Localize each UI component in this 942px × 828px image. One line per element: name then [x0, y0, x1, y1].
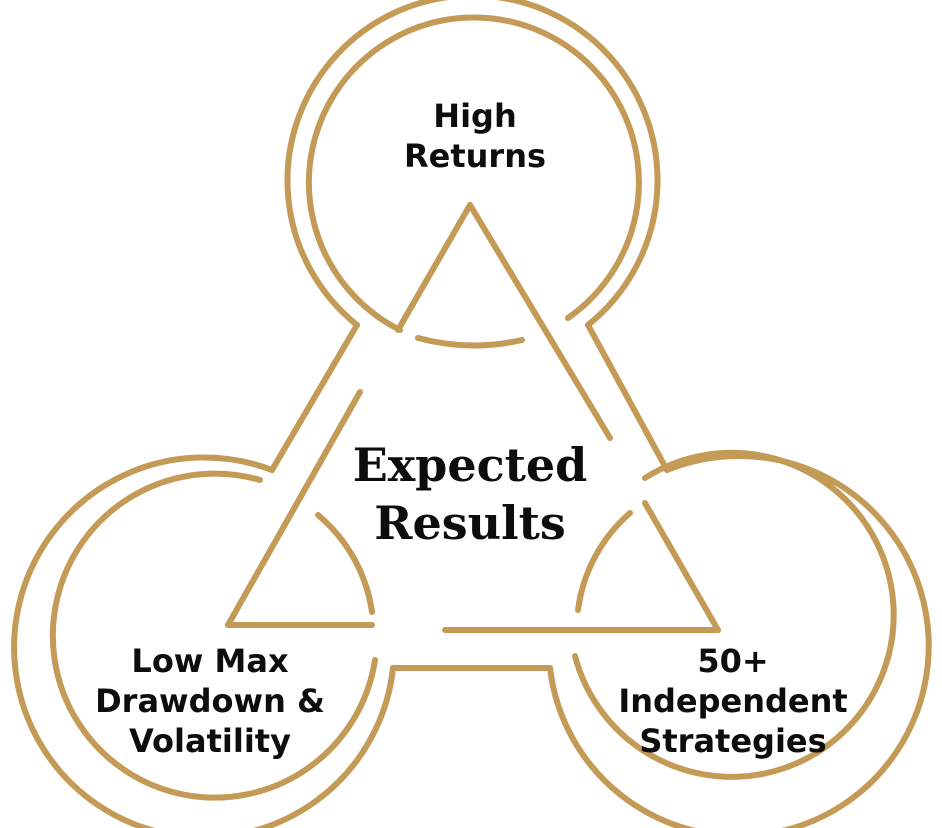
inner-ring-right [572, 449, 897, 780]
node-label-line: Returns [403, 137, 547, 175]
inner-ring-left-upper-arc [315, 512, 375, 615]
node-label-line: Volatility [129, 722, 291, 760]
node-label-independent-strategies: 50+ Independent Strategies [598, 641, 868, 761]
center-title: Expected Results [320, 436, 620, 552]
inner-rings [49, 14, 897, 801]
frame-edge-right [585, 322, 670, 473]
outer-ring-right [547, 453, 932, 828]
triangle-side-top-left [395, 202, 473, 333]
outer-ring-left [11, 454, 396, 828]
frame-edge-left [269, 322, 360, 473]
node-label-high-returns: High Returns [375, 96, 575, 176]
triangle-side-right [467, 202, 613, 441]
node-label-line: 50+ [697, 642, 769, 680]
inner-ring-top-lower-arc [415, 335, 525, 349]
inner-ring-top [305, 14, 642, 333]
node-label-line: Drawdown & [95, 682, 325, 720]
node-label-low-max-drawdown: Low Max Drawdown & Volatility [80, 641, 340, 761]
central-triangle [225, 202, 721, 633]
inner-ring-right-upper-arc [575, 510, 633, 613]
node-label-line: Strategies [639, 722, 827, 760]
triangle-side-left [225, 389, 363, 628]
inner-ring-left [49, 470, 378, 801]
node-label-line: High [433, 97, 517, 135]
triangle-side-right-lower [642, 500, 721, 633]
node-label-line: Low Max [131, 642, 289, 680]
outer-frame [11, 0, 932, 828]
outer-ring-top [284, 0, 661, 328]
center-title-line-1: Expected [352, 438, 588, 492]
center-title-line-2: Results [374, 496, 566, 550]
node-label-line: Independent [618, 682, 848, 720]
